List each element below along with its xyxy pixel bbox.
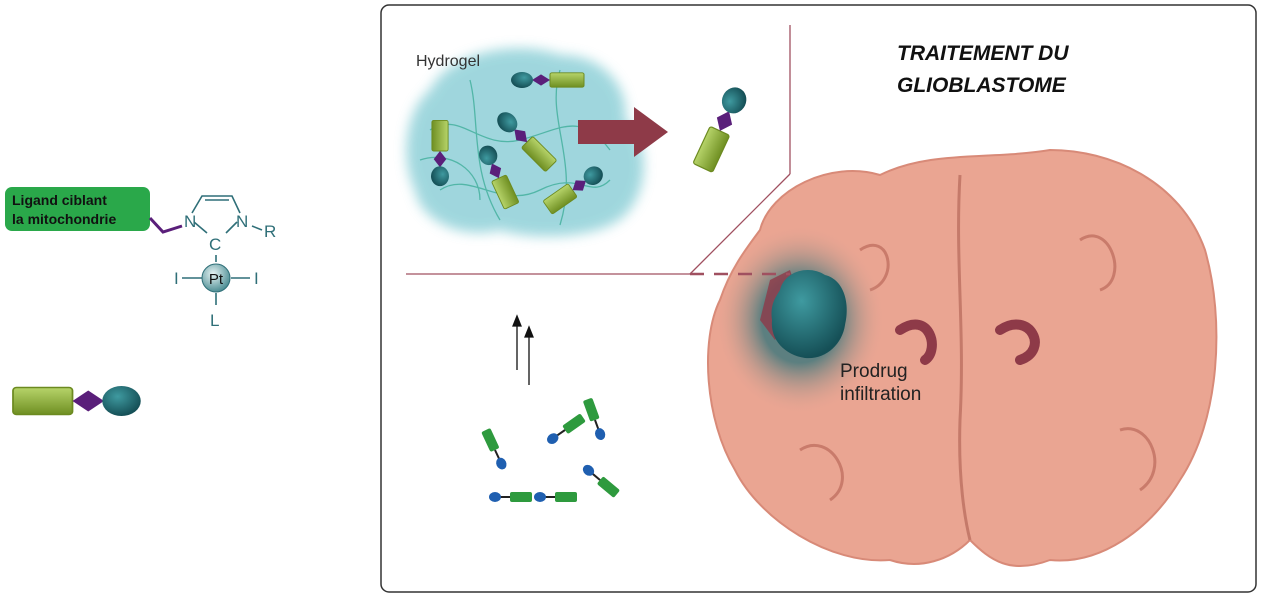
atom-i-right: I xyxy=(254,269,259,288)
atom-n2: N xyxy=(236,212,248,231)
self-assembly-arrows xyxy=(512,314,534,385)
title-line1: TRAITEMENT DU xyxy=(897,42,1069,65)
atom-l: L xyxy=(210,311,219,330)
prodrug-unit-legend xyxy=(12,385,142,417)
platinum-sphere xyxy=(201,263,231,293)
inset-zoom-lines xyxy=(406,25,791,276)
brain-illustration xyxy=(707,148,1218,568)
monomer-unit xyxy=(533,491,578,503)
atom-r: R xyxy=(264,222,276,241)
title-line2: GLIOBLASTOME xyxy=(897,74,1067,97)
monomer-unit xyxy=(488,491,533,503)
ligand-label-line1: Ligand ciblant xyxy=(12,192,107,208)
hydrogel-label: Hydrogel xyxy=(416,53,480,70)
atom-c: C xyxy=(209,235,221,254)
atom-pt: Pt xyxy=(209,271,224,288)
nhc-platinum-structure xyxy=(182,195,263,305)
atom-i-left: I xyxy=(174,269,179,288)
tumor-mass xyxy=(771,270,847,359)
linker-bond xyxy=(148,216,183,234)
tumor-label-line2: infiltration xyxy=(840,384,921,405)
ligand-label-box: Ligand ciblant la mitochondrie xyxy=(5,187,150,231)
atom-n1: N xyxy=(184,212,196,231)
tumor-label-line1: Prodrug xyxy=(840,361,908,382)
ligand-label-line2: la mitochondrie xyxy=(12,211,116,227)
release-arrow xyxy=(578,107,668,157)
